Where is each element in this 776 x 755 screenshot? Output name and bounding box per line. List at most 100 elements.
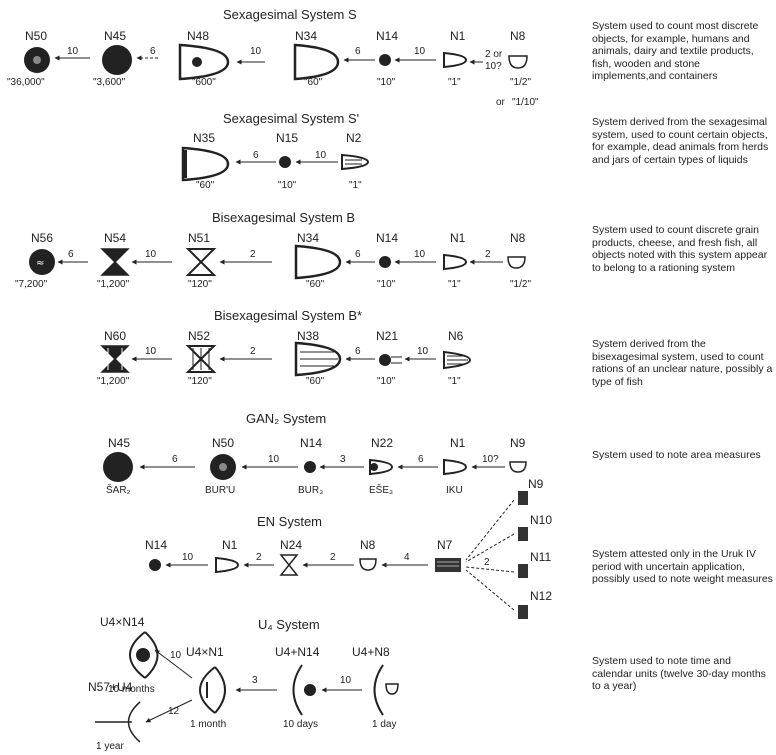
sign-label: N24 bbox=[280, 539, 302, 551]
conversion-factor: 10 bbox=[67, 47, 78, 57]
sign-en-n7 bbox=[435, 558, 461, 572]
sign-value: "120" bbox=[188, 280, 212, 290]
conversion-factor: 10 bbox=[414, 47, 425, 57]
svg-text:≈: ≈ bbox=[36, 258, 44, 269]
sign-gan2-n14 bbox=[304, 461, 316, 473]
sign-label: N14 bbox=[376, 232, 398, 244]
sign-value: "1" bbox=[448, 280, 461, 290]
sign-label: N9 bbox=[510, 437, 525, 449]
conversion-factor: 2 bbox=[485, 250, 491, 260]
sign-label: U4×N14 bbox=[100, 616, 144, 628]
description-system-s: System used to count most discrete objec… bbox=[592, 20, 774, 83]
sign-label: N12 bbox=[530, 590, 552, 602]
sign-n14 bbox=[379, 54, 391, 66]
sign-n34 bbox=[295, 45, 338, 79]
fraction-value: "1/10" bbox=[512, 98, 539, 108]
sign-value: "120" bbox=[188, 377, 212, 387]
sign-value: "1,200" bbox=[97, 377, 129, 387]
sign-label: N1 bbox=[450, 232, 465, 244]
unit-name: EŠE₃ bbox=[369, 486, 393, 496]
sign-label: U4+N8 bbox=[352, 646, 390, 658]
sign-label: N38 bbox=[297, 330, 319, 342]
sign-n34b bbox=[296, 246, 340, 278]
sign-value: "1/2" bbox=[510, 280, 531, 290]
sign-value: "60" bbox=[306, 377, 324, 387]
sign-label: N8 bbox=[510, 232, 525, 244]
conversion-factor-alt: 10? bbox=[485, 62, 502, 72]
sign-value: "1,200" bbox=[97, 280, 129, 290]
unit-name: IKU bbox=[446, 486, 463, 496]
unit-name: 1 day bbox=[372, 720, 396, 730]
fraction-or: or bbox=[496, 98, 505, 108]
conversion-factor: 10 bbox=[315, 151, 326, 161]
sign-gan2-n45 bbox=[103, 452, 133, 482]
sign-label: N48 bbox=[187, 30, 209, 42]
sign-label: N50 bbox=[25, 30, 47, 42]
unit-name: BUR₃ bbox=[298, 486, 323, 496]
sign-value: "1" bbox=[448, 377, 461, 387]
sign-n54 bbox=[102, 249, 128, 275]
conversion-factor: 10 bbox=[414, 250, 425, 260]
sign-n14b bbox=[379, 256, 391, 268]
conversion-factor: 10 bbox=[145, 250, 156, 260]
sign-value: "10" bbox=[377, 280, 395, 290]
sign-value: "60" bbox=[196, 181, 214, 191]
description-system-u4: System used to note time and calendar un… bbox=[592, 655, 774, 693]
sign-label: N11 bbox=[530, 551, 551, 563]
sign-value: "7,200" bbox=[15, 280, 47, 290]
sign-label: U4+N14 bbox=[275, 646, 319, 658]
conversion-factor: 10 bbox=[145, 347, 156, 357]
sign-u4plusn14 bbox=[294, 665, 303, 715]
title-system-b: Bisexagesimal System B bbox=[212, 211, 355, 224]
sign-label: N60 bbox=[104, 330, 126, 342]
sign-label: N14 bbox=[300, 437, 322, 449]
conversion-factor: 10 bbox=[268, 455, 279, 465]
conversion-factor: 2 bbox=[484, 558, 490, 568]
conversion-factor: 3 bbox=[252, 676, 258, 686]
sign-label: N34 bbox=[297, 232, 319, 244]
sign-en-n24 bbox=[281, 555, 297, 575]
unit-name: 10 months bbox=[108, 685, 155, 695]
conversion-factor: 10 bbox=[170, 651, 181, 661]
sign-label: N14 bbox=[376, 30, 398, 42]
title-system-b-star: Bisexagesimal System B* bbox=[214, 309, 362, 322]
sign-label: N22 bbox=[371, 437, 393, 449]
sign-n51 bbox=[188, 249, 214, 275]
conversion-factor: 2 bbox=[256, 553, 262, 563]
sign-value: "60" bbox=[304, 78, 322, 88]
conversion-factor: 10 bbox=[250, 47, 261, 57]
conversion-factor: 2 or bbox=[485, 50, 502, 60]
sign-n8 bbox=[509, 56, 527, 68]
title-system-s-prime: Sexagesimal System S' bbox=[223, 112, 359, 125]
sign-label: N54 bbox=[104, 232, 126, 244]
conversion-factor: 2 bbox=[250, 250, 256, 260]
conversion-factor: 3 bbox=[340, 455, 346, 465]
conversion-factor: 2 bbox=[330, 553, 336, 563]
title-system-en: EN System bbox=[257, 515, 322, 528]
conversion-factor: 6 bbox=[172, 455, 178, 465]
sign-value: "1" bbox=[349, 181, 362, 191]
sign-n2 bbox=[342, 155, 368, 169]
sign-label: N10 bbox=[530, 514, 552, 526]
sign-label: N6 bbox=[448, 330, 463, 342]
unit-name: ŠAR₂ bbox=[106, 486, 130, 496]
sign-n45 bbox=[102, 45, 132, 75]
title-system-u4: U₄ System bbox=[258, 618, 320, 631]
sign-value: "60" bbox=[306, 280, 324, 290]
system-s-signs bbox=[24, 45, 527, 79]
sign-en-n12 bbox=[518, 605, 528, 619]
sign-n21 bbox=[379, 354, 391, 366]
system-b-signs: ≈ bbox=[29, 246, 525, 278]
sign-value: "1" bbox=[448, 78, 461, 88]
sign-value: "10" bbox=[278, 181, 296, 191]
sign-label: N21 bbox=[376, 330, 398, 342]
conversion-factor: 6 bbox=[150, 47, 156, 57]
sign-u4plusn8 bbox=[375, 665, 384, 715]
system-s-prime-signs bbox=[183, 148, 368, 180]
sign-n35 bbox=[183, 148, 228, 180]
unit-name: 1 month bbox=[190, 720, 226, 730]
description-system-gan2: System used to note area measures bbox=[592, 449, 774, 462]
conversion-factor: 6 bbox=[355, 47, 361, 57]
unit-name: 10 days bbox=[283, 720, 318, 730]
sign-label: N15 bbox=[276, 132, 298, 144]
